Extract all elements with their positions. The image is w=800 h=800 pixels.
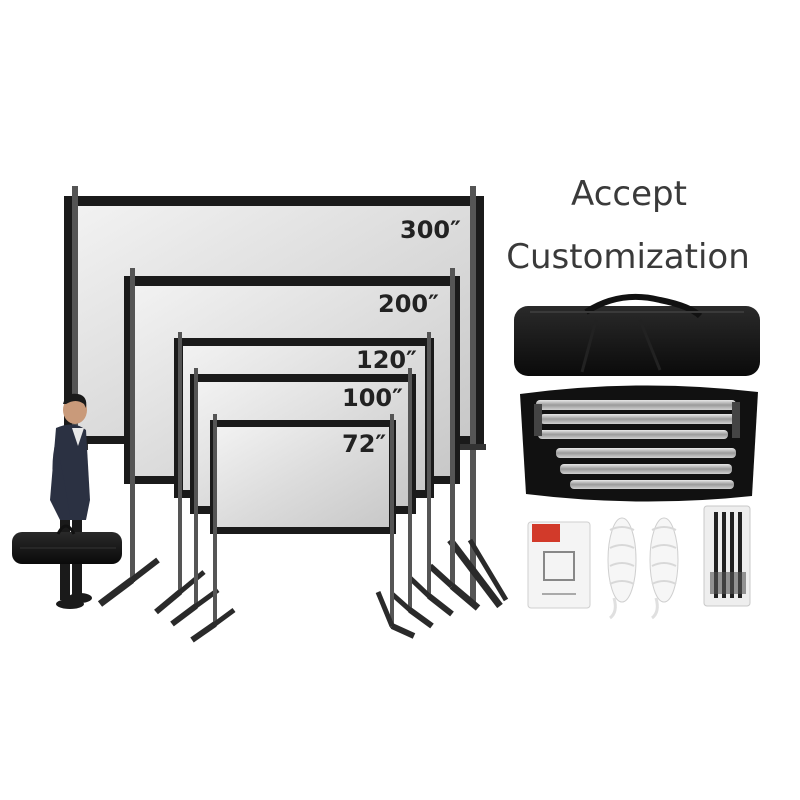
carried-bag — [12, 524, 122, 564]
size-label-120: 120″ — [356, 346, 417, 374]
rope-coil-1 — [607, 517, 637, 620]
headline-line1: Accept — [571, 174, 687, 214]
size-label-72: 72″ — [342, 430, 386, 458]
rope-coil-2 — [649, 517, 679, 620]
size-label-100: 100″ — [342, 384, 403, 412]
size-label-200: 200″ — [378, 290, 439, 318]
headline-line2: Customization — [506, 237, 750, 277]
size-label-300: 300″ — [400, 216, 461, 244]
open-bag-with-frames — [520, 385, 758, 502]
screen-fabric-package — [527, 521, 591, 609]
stakes-package — [703, 505, 751, 607]
carry-bag-closed — [514, 293, 760, 376]
screen-72 — [190, 414, 416, 643]
